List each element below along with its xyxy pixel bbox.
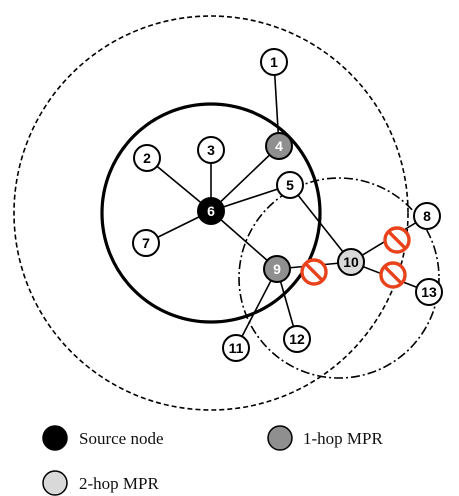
- node-6: 6: [197, 197, 225, 225]
- node-7: 7: [132, 229, 160, 257]
- node-11: 11: [222, 334, 250, 362]
- legend: Source node 1-hop MPR 2-hop MPR: [42, 425, 383, 496]
- node-label-13: 13: [421, 284, 437, 300]
- node-circle-8: [413, 202, 441, 230]
- node-circle-11: [222, 334, 250, 362]
- node-label-4: 4: [275, 138, 283, 154]
- node-label-8: 8: [423, 208, 431, 224]
- node-8: 8: [413, 202, 441, 230]
- two-hop-range-circle: [13, 15, 409, 411]
- node-label-1: 1: [270, 54, 278, 70]
- edge-6-4: [210, 145, 280, 212]
- node-circle-5: [276, 171, 304, 199]
- blocked-link-icon-10-8: [383, 226, 411, 254]
- blocked-link-icon-9-10: [300, 258, 328, 286]
- node-4: 4: [265, 132, 293, 160]
- node-12: 12: [283, 325, 311, 353]
- node-3: 3: [197, 136, 225, 164]
- edge-6-9: [210, 210, 278, 270]
- node-1: 1: [260, 48, 288, 76]
- one-hop-range-circle: [100, 102, 322, 324]
- blocked-links-layer: [300, 226, 411, 289]
- node-circle-6: [197, 197, 225, 225]
- node-10: 10: [337, 248, 365, 276]
- node-circle-4: [265, 132, 293, 160]
- node-label-12: 12: [289, 331, 305, 347]
- node-label-7: 7: [142, 235, 150, 251]
- node-9: 9: [263, 255, 291, 283]
- node-circle-1: [260, 48, 288, 76]
- node-label-9: 9: [273, 261, 281, 277]
- node-circle-10: [337, 248, 365, 276]
- node-5: 5: [276, 171, 304, 199]
- node-label-6: 6: [207, 203, 215, 219]
- node-circle-3: [197, 136, 225, 164]
- node-13: 13: [415, 278, 443, 306]
- node-circle-7: [132, 229, 160, 257]
- node-label-5: 5: [286, 177, 294, 193]
- legend-one-hop-label: 1-hop MPR: [303, 429, 383, 448]
- mpr-range-circle: [238, 177, 440, 379]
- node-label-2: 2: [143, 150, 151, 166]
- node-2: 2: [133, 144, 161, 172]
- node-label-11: 11: [229, 340, 244, 356]
- legend-two-hop-swatch: [42, 470, 68, 496]
- node-circle-13: [415, 278, 443, 306]
- node-circle-2: [133, 144, 161, 172]
- blocked-link-icon-10-13: [379, 261, 407, 289]
- legend-two-hop-label: 2-hop MPR: [79, 474, 159, 493]
- edge-4-1: [273, 61, 280, 147]
- legend-one-hop-swatch: [267, 425, 293, 451]
- node-label-10: 10: [343, 254, 359, 270]
- legend-source-label: Source node: [79, 429, 164, 448]
- edge-5-10: [289, 184, 352, 263]
- node-circle-12: [283, 325, 311, 353]
- node-label-3: 3: [207, 142, 215, 158]
- edge-9-11: [235, 268, 278, 349]
- node-circle-9: [263, 255, 291, 283]
- legend-source-swatch: [42, 425, 68, 451]
